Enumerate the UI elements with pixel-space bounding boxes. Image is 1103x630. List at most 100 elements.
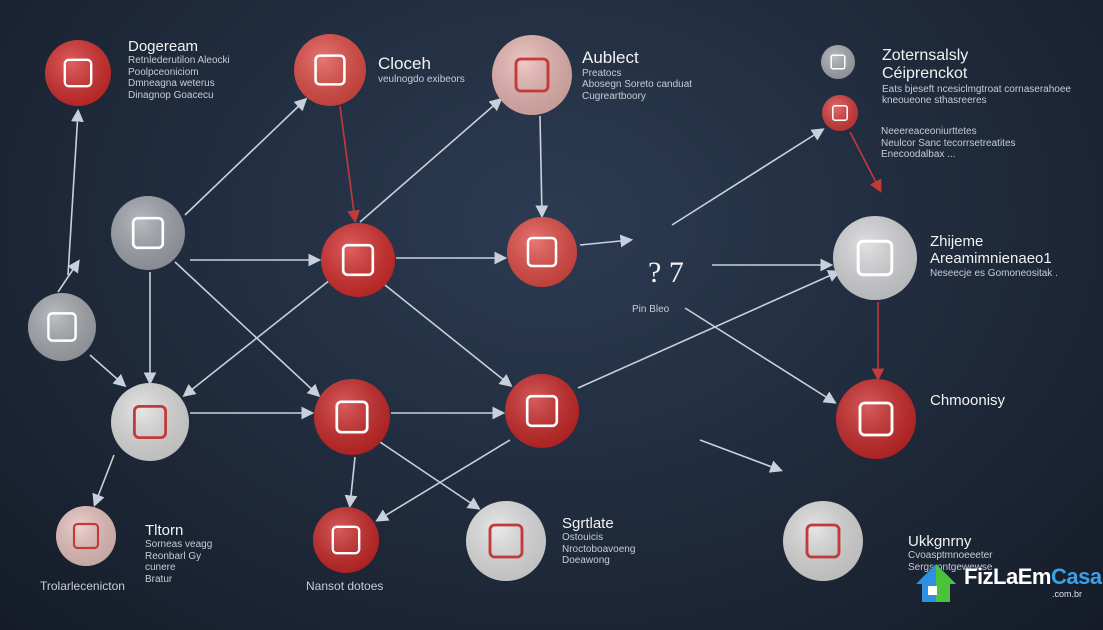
label-n17: Sgrtlate Ostouicis Nroctoboavoeng Doeawo… [562, 515, 635, 567]
node-n8[interactable] [507, 217, 577, 287]
connector-edge [849, 131, 882, 193]
node-desc: Eats bjeseft ncesiclmgtroat cornaserahoe… [882, 83, 1071, 95]
knot-icon [47, 312, 77, 342]
node-shading [111, 196, 185, 270]
document-icon [514, 57, 550, 93]
node-shading [783, 501, 863, 581]
node-n6[interactable] [111, 196, 185, 270]
node-n2[interactable] [294, 34, 366, 106]
house-icon [858, 401, 894, 437]
connector-edge [174, 261, 321, 398]
node-desc: Dinagnop Goacecu [128, 89, 214, 101]
node-n13[interactable] [505, 374, 579, 448]
folder-icon [133, 405, 167, 439]
swirl-icon [131, 216, 165, 250]
node-subtitle: Céiprenckot [882, 65, 968, 83]
label-n4: Zoternsalsly Céiprenckot Eats bjeseft nc… [882, 47, 1071, 107]
node-desc: veulnogdo exibeors [378, 73, 465, 85]
node-n3[interactable] [492, 35, 572, 115]
connector-edge [579, 234, 634, 248]
node-shading [313, 507, 379, 573]
connector-edge [67, 108, 84, 276]
node-n14[interactable] [836, 379, 916, 459]
node-n18[interactable] [783, 501, 863, 581]
connector-edge [89, 354, 127, 388]
home-hexagon-icon [314, 54, 346, 86]
node-n17[interactable] [466, 501, 546, 581]
connector-edge [699, 439, 783, 473]
tag-icon [830, 54, 846, 70]
node-n15[interactable] [56, 506, 116, 566]
node-title: Dogeream [128, 38, 199, 55]
node-shading [822, 95, 858, 131]
connector-edge [671, 128, 825, 226]
connector-edge [577, 270, 841, 389]
connector-edge [344, 456, 358, 509]
node-n12[interactable] [314, 379, 390, 455]
node-shading [111, 383, 189, 461]
node-n4[interactable] [821, 45, 855, 79]
node-desc: Enecoodalbax ... [881, 149, 956, 160]
wifi-icon [526, 236, 558, 268]
node-shading [294, 34, 366, 106]
emblem-icon [805, 523, 841, 559]
label-n18: Ukkgnrny Cvoasptmnoeeeter Sergs ontgewew… [908, 533, 993, 573]
hexagon-icon [72, 522, 100, 550]
node-n7[interactable] [321, 223, 395, 297]
node-shading [507, 217, 577, 287]
node-title: Ukkgnrny [908, 533, 972, 550]
question-node-caption: Pin Bleo [632, 304, 670, 315]
node-desc: Poolpceoniciom [128, 66, 199, 78]
node-shading [505, 374, 579, 448]
label-n2: Cloceh veulnogdo exibeors [378, 54, 465, 85]
node-title: Tltorn [145, 522, 184, 539]
node-n11[interactable] [111, 383, 189, 461]
question-node-glyph: ? 7 [648, 256, 684, 289]
node-desc: Reonbarl Gy [145, 550, 202, 562]
node-desc: Neulcor Sanc tecorrsetreatites [881, 137, 1016, 149]
node-desc: Preatocs [582, 67, 622, 79]
caption-n16: Nansot dotoes [306, 579, 384, 593]
node-desc: Retnlederutilon Aleocki [128, 55, 230, 67]
node-title: Cloceh [378, 54, 431, 73]
node-desc: Sorneas veagg [145, 539, 213, 551]
briefcase-icon [63, 58, 93, 88]
house-logo-icon [916, 564, 956, 602]
node-n9[interactable] [28, 293, 96, 361]
connector-edge [384, 284, 513, 387]
connector-edge [375, 439, 511, 522]
logo-suffix: .com.br [1052, 589, 1083, 599]
node-n10[interactable] [833, 216, 917, 300]
node-shading [821, 45, 855, 79]
wifi-icon [525, 394, 559, 428]
node-shading [836, 379, 916, 459]
connector-edge [92, 454, 115, 507]
label-n3: Aublect Preatocs Abosegn Soreto canduat … [582, 48, 692, 102]
node-shading [56, 506, 116, 566]
label-n5: Neeereaceoniurttetes Neulcor Sanc tecorr… [881, 126, 1016, 161]
label-n10: Zhijeme Areamimnienaeo1 Neseecje es Gomo… [930, 233, 1058, 279]
node-desc: Neeereaceoniurttetes [881, 126, 977, 137]
node-n5[interactable] [822, 95, 858, 131]
label-n14: Chmoonisy [930, 392, 1006, 409]
label-n1: Dogeream Retnlederutilon Aleocki Poolpce… [128, 38, 230, 101]
puzzle-icon [331, 525, 361, 555]
node-shading [492, 35, 572, 115]
connector-edge [182, 279, 331, 397]
connector-edge [684, 307, 837, 404]
node-desc: Nroctoboavoeng [562, 543, 636, 555]
node-n16[interactable] [313, 507, 379, 573]
building-icon [341, 243, 375, 277]
node-shading [45, 40, 111, 106]
connector-edge [535, 115, 549, 219]
node-n1[interactable] [45, 40, 111, 106]
node-title: Zoternsalsly [882, 47, 969, 64]
watermark-logo: FizLaEmCasa .com.br [912, 560, 1102, 604]
node-desc: kneoueone sthasreeres [882, 95, 987, 107]
node-desc: Ostouicis [562, 532, 604, 544]
node-shading [28, 293, 96, 361]
node-desc: Abosegn Soreto canduat [582, 79, 693, 91]
node-desc: Doeawong [562, 555, 610, 567]
people-icon [856, 239, 894, 277]
